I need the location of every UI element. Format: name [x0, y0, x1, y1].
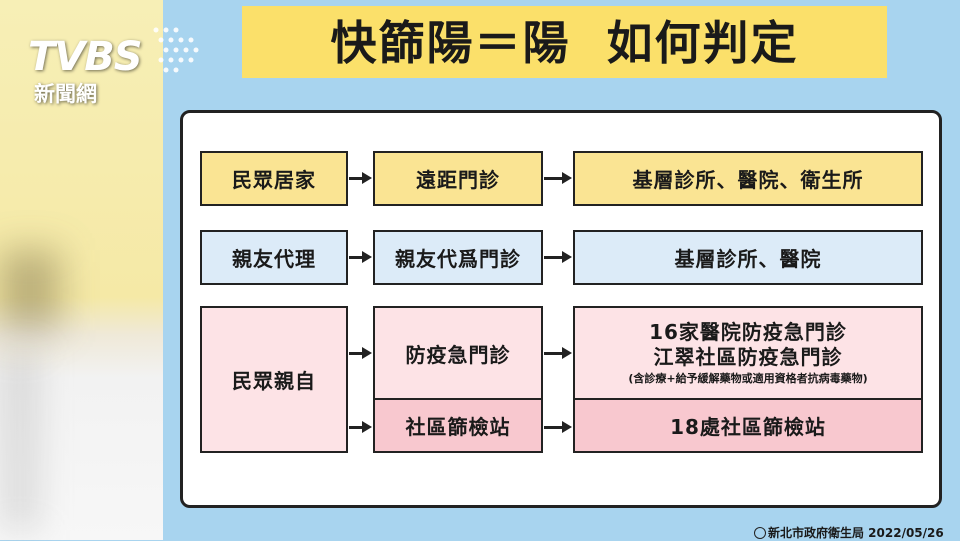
destination-line-2: 江翠社區防疫急門診 — [653, 345, 843, 370]
service-label: 遠距門診 — [416, 168, 500, 192]
service-label: 防疫急門診 — [405, 342, 511, 367]
tvbs-logo: TVBS 新聞網 — [26, 10, 199, 110]
logo-subtitle: 新聞網 — [34, 82, 97, 106]
blurred-figure-lower — [0, 350, 40, 530]
service-label: 親友代爲門診 — [395, 247, 521, 271]
destination-box-epidemic-clinics: 16家醫院防疫急門診 江翠社區防疫急門診 (含診療+給予緩解藥物或適用資格者抗病… — [573, 306, 923, 400]
page-title: 快篩陽＝陽 如何判定 — [330, 16, 799, 70]
credit-text: 新北市政府衛生局 2022/05/26 — [768, 526, 944, 540]
left-background-strip — [0, 0, 163, 540]
service-box-telemedicine: 遠距門診 — [373, 151, 543, 206]
service-box-proxy-consultation: 親友代爲門診 — [373, 230, 543, 285]
logo-brand-text: TVBS — [28, 34, 143, 80]
destination-label: 基層診所、醫院、衛生所 — [632, 168, 864, 192]
source-label: 民眾親自 — [232, 369, 316, 393]
destination-box-clinics-hospitals-health-centers: 基層診所、醫院、衛生所 — [573, 151, 923, 206]
source-label: 民眾居家 — [232, 168, 316, 192]
source-box-in-person: 民眾親自 — [200, 306, 348, 453]
service-box-epidemic-clinic: 防疫急門診 — [373, 306, 543, 400]
health-bureau-icon — [754, 527, 766, 539]
service-label: 社區篩檢站 — [405, 415, 511, 439]
destination-label: 18處社區篩檢站 — [670, 415, 826, 439]
source-box-home: 民眾居家 — [200, 151, 348, 206]
logo-dots-icon — [153, 27, 199, 73]
destination-label: 基層診所、醫院 — [674, 247, 822, 271]
destination-line-1: 16家醫院防疫急門診 — [649, 320, 847, 345]
service-box-community-screening: 社區篩檢站 — [373, 398, 543, 453]
source-label: 親友代理 — [232, 247, 316, 271]
source-credit: 新北市政府衛生局 2022/05/26 — [754, 524, 944, 541]
blurred-figure — [0, 250, 60, 330]
source-box-proxy: 親友代理 — [200, 230, 348, 285]
destination-note: (含診療+給予緩解藥物或適用資格者抗病毒藥物) — [628, 372, 868, 386]
destination-box-screening-stations: 18處社區篩檢站 — [573, 398, 923, 453]
destination-box-clinics-hospitals: 基層診所、醫院 — [573, 230, 923, 285]
title-banner — [242, 6, 887, 78]
